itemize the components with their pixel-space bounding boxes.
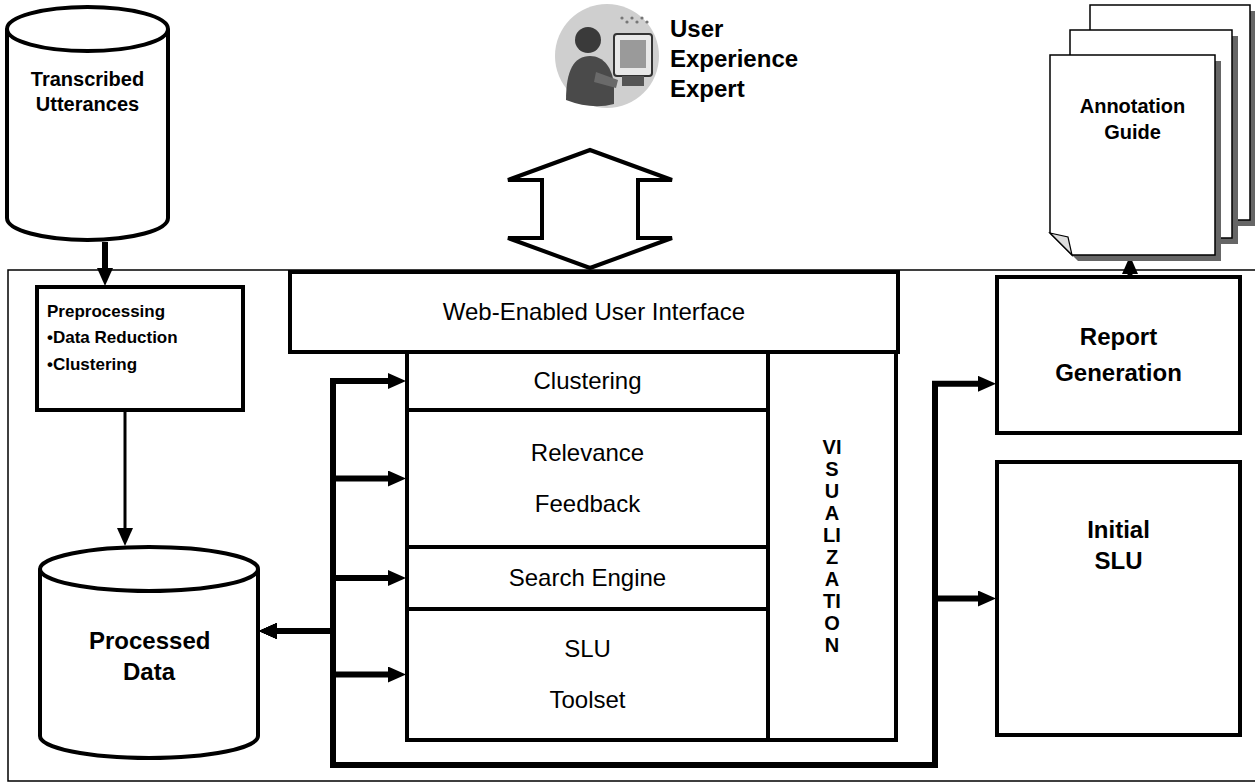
cyl-outline (5, 5, 170, 242)
vertical-label: VISUALIZATION (822, 436, 842, 656)
process-box: Initial SLU (995, 460, 1242, 737)
node-label: User Experience Expert (670, 14, 845, 104)
document-stack: Annotation Guide (1050, 5, 1250, 257)
person-arm (594, 72, 618, 88)
backdrop-dot (640, 16, 643, 19)
backdrop-dot (625, 20, 628, 23)
node-label: SLU Toolset (533, 624, 643, 725)
monitor-screen (620, 40, 646, 68)
node-label: •Clustering (47, 352, 137, 378)
node-label: Processed Data (89, 625, 209, 687)
backdrop-dot (630, 16, 633, 19)
cylinder-top (7, 7, 168, 51)
data-store: Processed Data (38, 545, 260, 760)
interface-box: Web-Enabled User Interface (288, 270, 900, 354)
tool-box: Relevance Feedback (405, 408, 770, 549)
monitor-stand (622, 76, 644, 86)
data-connector (102, 242, 108, 268)
node-label: Relevance Feedback (523, 428, 653, 529)
node-label: Preprocessing (47, 299, 165, 325)
person-head (575, 27, 601, 53)
page-fold (1050, 233, 1072, 255)
cylinder-body (7, 29, 168, 240)
monitor (614, 34, 652, 76)
node-label: Web-Enabled User Interface (443, 298, 745, 327)
document-page (1050, 55, 1215, 255)
process-box: Report Generation (995, 275, 1242, 435)
node-label: Clustering (533, 367, 641, 396)
data-connector (124, 412, 127, 528)
data-connector (277, 381, 388, 631)
data-connector (277, 479, 388, 632)
node-label: Search Engine (509, 564, 666, 593)
interaction-arrow (508, 150, 672, 268)
node-label: Transcribed Utterances (13, 67, 163, 117)
tool-box: Clustering (405, 350, 770, 412)
user-actor: User Experience Expert (552, 0, 882, 148)
node-label: Report Generation (1044, 319, 1194, 391)
process-box: Preprocessing•Data Reduction•Clustering (35, 285, 245, 412)
visualization-band: VISUALIZATION (766, 350, 898, 742)
data-connector (277, 578, 388, 631)
tool-box: Search Engine (405, 545, 770, 611)
node-label: Initial SLU (1064, 514, 1174, 576)
backdrop-dot (620, 16, 623, 19)
backdrop-dot (635, 20, 638, 23)
icon-backdrop (555, 4, 659, 108)
cylinder-body (40, 569, 258, 758)
data-store: Transcribed Utterances (5, 5, 170, 242)
cylinder-top (40, 547, 258, 591)
system-frame (8, 270, 1255, 781)
tool-box: SLU Toolset (405, 607, 770, 742)
backdrop-dot (645, 20, 648, 23)
node-label: •Data Reduction (47, 325, 178, 351)
node-label: Annotation Guide (1073, 93, 1193, 145)
